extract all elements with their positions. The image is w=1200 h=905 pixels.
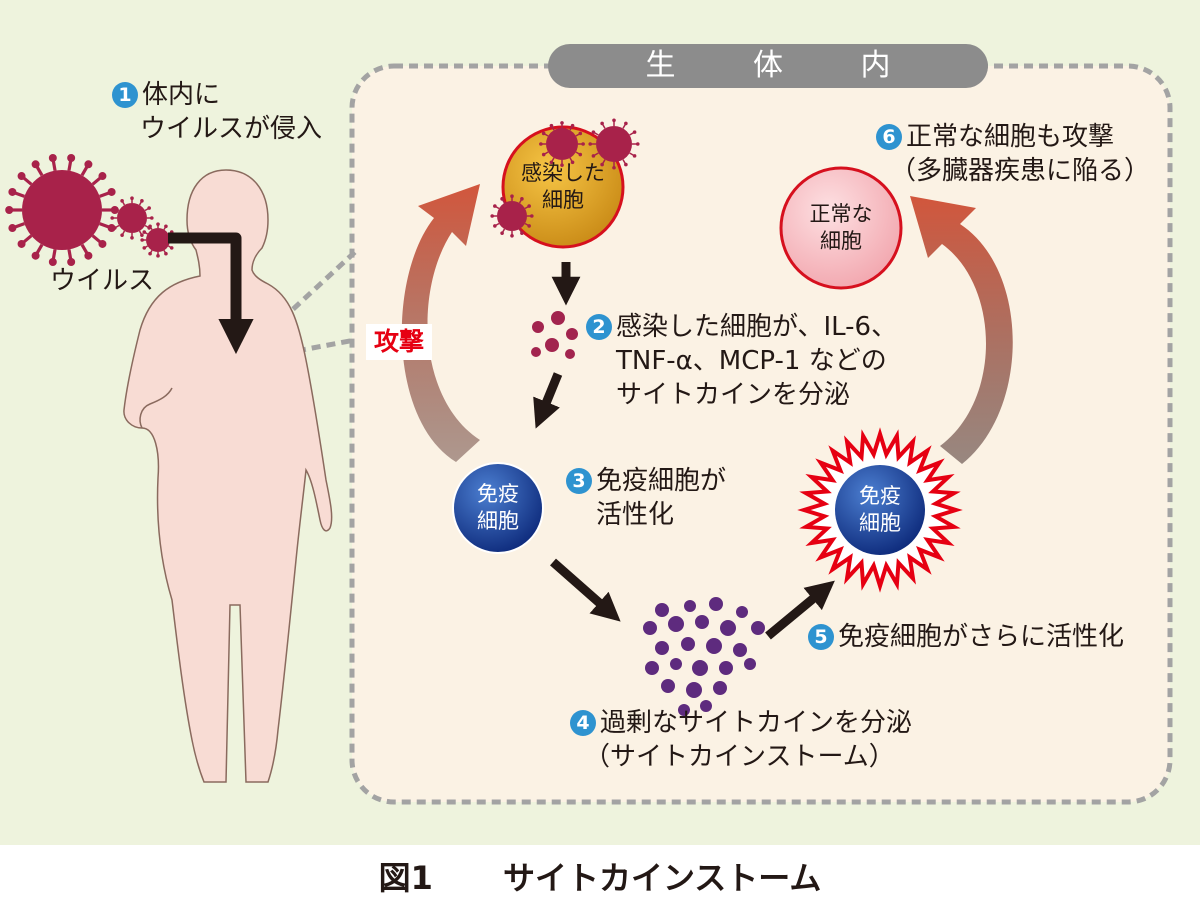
- step-2-line-1: 感染した細胞が、IL-6、: [616, 312, 898, 342]
- arrow-cytokine-to-immune: [533, 372, 563, 429]
- activated-immune-cell-label-line-1: 免疫: [859, 484, 901, 508]
- step-1-line-1: 体内に: [142, 80, 221, 110]
- virus-on-cell-3: [490, 194, 534, 238]
- normal-cell-label-line-2: 細胞: [820, 229, 862, 253]
- step-6-line-1: 正常な細胞も攻撃: [906, 122, 1115, 152]
- arrow-immune-to-storm: [550, 558, 621, 622]
- step-2-badge: 2: [586, 314, 612, 340]
- step-1-badge: 1: [112, 82, 138, 108]
- infected-cell-label-line-1: 感染した: [521, 161, 605, 185]
- step-4-line-2: （サイトカインストーム）: [584, 742, 895, 772]
- step-3-line-2: 活性化: [596, 500, 675, 530]
- step-3-badge: 3: [566, 468, 592, 494]
- step-4-badge: 4: [570, 710, 596, 736]
- infected-cell-label-line-2: 細胞: [542, 188, 584, 212]
- normal-cell: [779, 166, 903, 290]
- attack-arrow-left: [401, 184, 480, 462]
- figure-number: 図1: [378, 859, 433, 897]
- cytokine-storm-cluster: [643, 597, 765, 716]
- immune-cell-label: 免疫 細胞: [448, 481, 548, 535]
- immune-cell: [452, 462, 544, 554]
- infected-cell-label: 感染した 細胞: [503, 160, 623, 214]
- step-1-line-2: ウイルスが侵入: [140, 114, 323, 144]
- figure-title: サイトカインストーム: [502, 859, 822, 897]
- step-3-line-1: 免疫細胞が: [596, 466, 727, 496]
- immune-cell-label-line-2: 細胞: [477, 509, 519, 533]
- activated-immune-cell-label: 免疫 細胞: [830, 483, 930, 537]
- normal-cell-label-line-1: 正常な: [809, 202, 873, 226]
- step-5-badge: 5: [808, 624, 834, 650]
- callout-line-upper: [236, 250, 357, 362]
- step-2-line-2: TNF-α、MCP-1 などの: [616, 346, 887, 376]
- virus-on-cell-2: [588, 118, 640, 170]
- step-6-badge: 6: [876, 124, 902, 150]
- activated-immune-cell: [835, 465, 925, 555]
- figure-caption: 図1 サイトカインストーム: [0, 858, 1200, 898]
- virus-small-1: [110, 196, 154, 240]
- attack-label: 攻撃: [366, 324, 433, 360]
- virus-on-cell-1: [539, 121, 585, 167]
- cytokine-cluster-small: [531, 311, 578, 359]
- diagram-graphics: [5, 63, 1173, 805]
- virus-label: ウイルス: [50, 266, 155, 296]
- arrow-storm-to-activated: [765, 580, 835, 640]
- virus-large: [5, 154, 119, 266]
- normal-cell-label: 正常な 細胞: [781, 201, 901, 255]
- in-body-region-label: 生 体 内: [548, 44, 988, 88]
- immune-cell-label-line-1: 免疫: [477, 482, 519, 506]
- activated-immune-cell-label-line-2: 細胞: [859, 511, 901, 535]
- attack-arrow-right: [910, 196, 1013, 464]
- step-2-line-3: サイトカインを分泌: [616, 380, 851, 410]
- step-5-line-1: 免疫細胞がさらに活性化: [838, 622, 1125, 652]
- human-silhouette: [123, 169, 333, 783]
- step-4-line-1: 過剰なサイトカインを分泌: [600, 708, 913, 738]
- infection-path-arrow: [168, 232, 254, 355]
- step-6-line-2: （多臓器疾患に陥る）: [890, 156, 1151, 186]
